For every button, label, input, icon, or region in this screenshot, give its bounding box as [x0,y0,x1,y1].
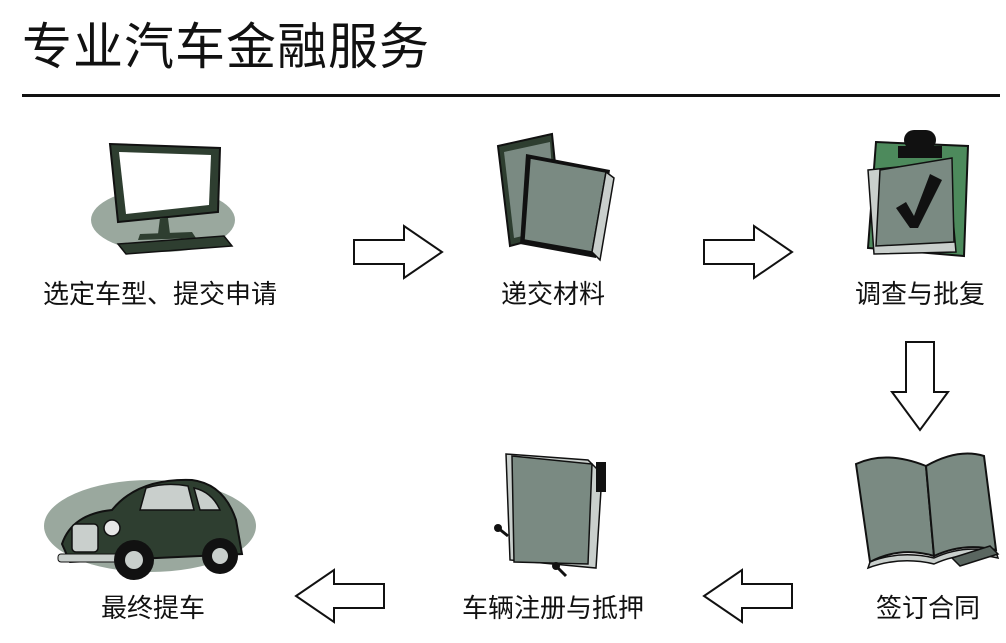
step-label-sign-contract: 签订合同 [875,594,981,624]
car-icon [44,478,256,580]
page-title: 专业汽车金融服务 [22,18,430,76]
step-label-review-approve: 调查与批复 [854,280,986,310]
title-divider [22,94,1000,97]
step-label-pick-up-car: 最终提车 [100,594,206,624]
step-label-select-car: 选定车型、提交申请 [42,280,278,310]
arrow-left-icon [702,568,793,624]
arrow-right-icon [703,224,794,280]
arrow-right-icon [353,224,444,280]
arrow-down-icon [890,341,950,432]
folder-pin-icon [494,453,606,578]
open-book-icon [854,452,1000,570]
step-label-submit-docs: 递交材料 [500,280,606,310]
documents-icon [496,132,615,262]
step-label-registration: 车辆注册与抵押 [461,594,645,624]
arrow-left-icon [294,568,385,624]
monitor-icon [91,142,235,255]
clipboard-check-icon [866,130,970,258]
